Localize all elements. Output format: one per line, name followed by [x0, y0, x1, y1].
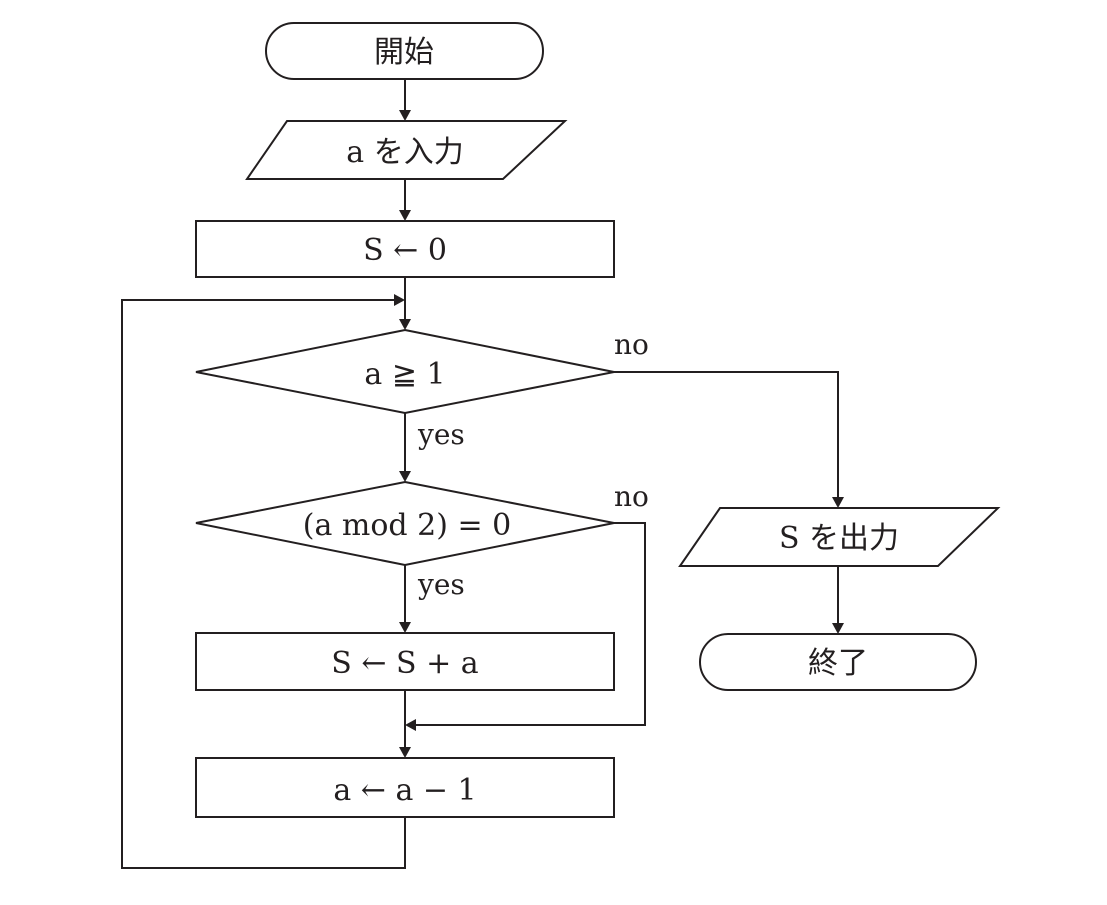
- arrowhead: [399, 471, 411, 482]
- cond2-label: (a mod 2) = 0: [303, 508, 511, 543]
- arrowhead: [832, 497, 844, 508]
- start-terminal: 開始: [265, 22, 544, 80]
- arrowhead: [399, 319, 411, 330]
- cond2-no-label: no: [614, 480, 649, 513]
- input-node: a を入力: [245, 120, 568, 180]
- arrowhead: [399, 622, 411, 633]
- add-label: S ← S + a: [331, 646, 479, 681]
- condition-a-mod-2: (a mod 2) = 0: [195, 480, 615, 567]
- input-label: a を入力: [346, 135, 463, 170]
- output-node: S を出力: [678, 507, 1001, 567]
- init-process: S ← 0: [195, 220, 615, 278]
- arrowhead: [405, 719, 416, 731]
- end-label: 終了: [808, 646, 868, 681]
- add-process: S ← S + a: [195, 632, 615, 691]
- cond1-label: a ≧ 1: [364, 357, 445, 392]
- cond2-yes-label: yes: [417, 568, 465, 601]
- arrowhead: [394, 294, 405, 306]
- cond1-no-label: no: [614, 328, 649, 361]
- end-terminal: 終了: [699, 633, 977, 691]
- loop-back-connector: [121, 299, 406, 869]
- arrowhead: [399, 110, 411, 121]
- decrement-process: a ← a − 1: [195, 757, 615, 818]
- cond1-yes-label: yes: [417, 418, 465, 451]
- condition-a-ge-1: a ≧ 1: [195, 328, 615, 415]
- init-label: S ← 0: [363, 233, 447, 268]
- connector-cond2-no: [416, 522, 646, 726]
- arrowhead: [399, 210, 411, 221]
- arrowhead: [399, 747, 411, 758]
- arrowhead: [832, 623, 844, 634]
- output-label: S を出力: [779, 521, 899, 556]
- start-label: 開始: [374, 35, 434, 70]
- connector-cond1-no: [614, 371, 839, 500]
- dec-label: a ← a − 1: [333, 773, 476, 808]
